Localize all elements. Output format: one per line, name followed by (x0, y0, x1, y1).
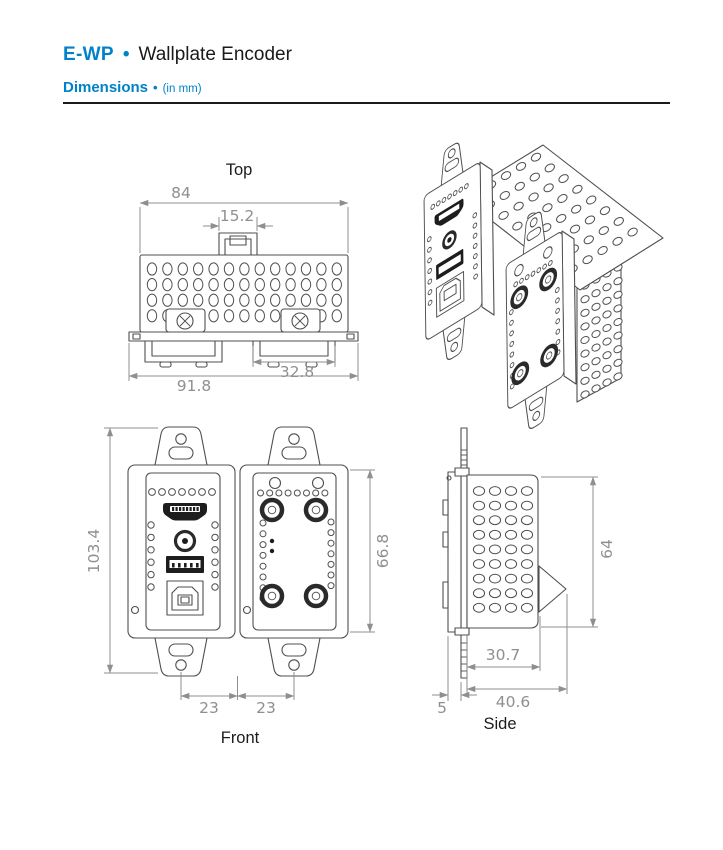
iso-usb-a-port (436, 248, 464, 280)
audio-jack-port (173, 529, 197, 553)
front-view: 103.4 66.8 23 23 Front (85, 426, 392, 747)
mounting-screw-left (165, 308, 206, 333)
iso-hdmi-port (434, 198, 464, 226)
iso-captive-connectors (510, 267, 559, 386)
divider (63, 102, 670, 104)
svg-text:103.4: 103.4 (85, 529, 103, 573)
svg-text:66.8: 66.8 (374, 534, 392, 569)
screw-hole (268, 476, 282, 490)
svg-text:64: 64 (598, 539, 616, 559)
page-header: E-WP • Wallplate Encoder (63, 44, 292, 66)
rear-bracket-right (252, 340, 336, 368)
iso-audio-jack (442, 230, 457, 250)
captive-connectors (259, 497, 329, 609)
view-label-side: Side (483, 715, 516, 733)
isometric-view (423, 142, 664, 430)
rear-bracket-left (144, 340, 223, 368)
side-view: 64 30.7 40.6 5 Side (432, 427, 616, 733)
indicator-dot (269, 548, 275, 554)
iso-left-plate (423, 163, 483, 340)
page-title: Wallplate Encoder (138, 44, 292, 65)
usb-a-port (166, 556, 204, 573)
svg-text:91.8: 91.8 (177, 377, 212, 395)
svg-text:15.2: 15.2 (220, 207, 255, 225)
section-title: Dimensions (63, 79, 149, 96)
svg-text:84: 84 (171, 184, 191, 202)
section-units: (in mm) (162, 83, 202, 95)
svg-text:32.8: 32.8 (280, 363, 315, 381)
top-view: Top 84 15.2 (128, 161, 359, 395)
iso-left-module (423, 142, 495, 361)
svg-text:23: 23 (256, 699, 276, 717)
dim-flange-width: 91.8 (128, 343, 359, 395)
svg-text:23: 23 (199, 699, 219, 717)
indicator-dot (269, 538, 275, 544)
dim-body-depth: 30.7 (466, 616, 541, 694)
section-header: Dimensions • (in mm) (63, 79, 202, 96)
mounting-screw-right (280, 308, 321, 333)
top-rear-connector (218, 232, 258, 256)
product-name: E-WP (63, 44, 114, 65)
side-faceplate (460, 427, 468, 679)
iso-usb-b-port (435, 270, 465, 318)
view-label-front: Front (221, 729, 260, 747)
dim-overall-height: 103.4 (85, 427, 158, 674)
front-ears (154, 426, 321, 677)
dim-hole-spacing: 23 23 (180, 672, 295, 717)
svg-text:30.7: 30.7 (486, 646, 521, 664)
dim-body-height: 64 (541, 476, 616, 628)
vent-grid-side (472, 486, 534, 613)
screw-hole (311, 476, 325, 490)
locking-wedge (538, 565, 567, 613)
usb-b-port (166, 580, 204, 616)
iso-right-module (505, 211, 577, 430)
dim-top-connector-width: 15.2 (203, 207, 273, 231)
view-label-top: Top (226, 161, 253, 179)
top-faceplate-flange (128, 331, 359, 342)
dim-faceplate-thickness: 5 (432, 636, 477, 717)
header-bullet: • (122, 44, 130, 65)
svg-text:40.6: 40.6 (496, 693, 531, 711)
side-enclosure-body (454, 467, 539, 636)
svg-text:5: 5 (437, 699, 447, 717)
dim-overall-depth: 40.6 (466, 594, 568, 711)
hdmi-port (163, 503, 207, 521)
section-bullet: • (153, 80, 158, 95)
dim-overall-width: 84 (139, 184, 349, 253)
side-bracket (442, 471, 462, 633)
front-right-plate (239, 464, 349, 639)
front-left-plate (127, 464, 236, 639)
dim-insert-height: 66.8 (350, 469, 392, 633)
